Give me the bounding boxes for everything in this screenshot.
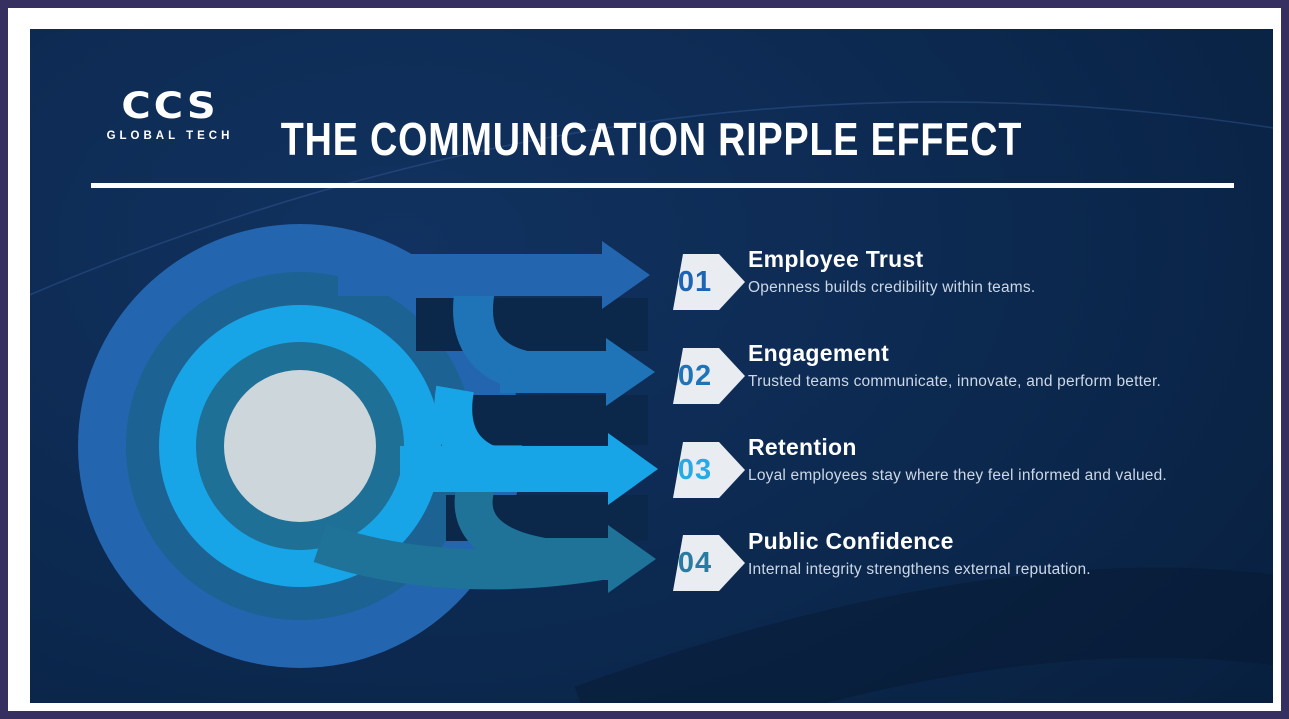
arrow-1-head — [602, 241, 650, 309]
arrow-3-head — [608, 433, 658, 505]
badge-pentagon-icon — [673, 348, 745, 404]
ripple-graphic-svg — [30, 101, 1273, 703]
brand-logo: CCS GLOBAL TECH — [80, 86, 260, 142]
list-item-engagement: Engagement Trusted teams communicate, in… — [748, 340, 1161, 391]
arrow-2-head — [606, 338, 655, 406]
item-description: Internal integrity strengthens external … — [748, 561, 1091, 579]
list-item-employee-trust: Employee Trust Openness builds credibili… — [748, 246, 1035, 297]
brand-name: CCS — [121, 84, 219, 128]
white-frame: CCS GLOBAL TECH THE COMMUNICATION RIPPLE… — [8, 8, 1281, 711]
badge-01: 01 — [666, 253, 746, 311]
item-title: Engagement — [748, 340, 890, 366]
title-underline — [91, 183, 1234, 188]
badge-pentagon-icon — [673, 442, 745, 498]
ring-center-core — [224, 370, 376, 522]
item-title: Public Confidence — [748, 528, 954, 554]
list-item-retention: Retention Loyal employees stay where the… — [748, 434, 1167, 485]
badge-04: 04 — [666, 534, 746, 592]
ripple-rings — [78, 224, 522, 668]
slide-canvas: CCS GLOBAL TECH THE COMMUNICATION RIPPLE… — [30, 29, 1273, 703]
badge-pentagon-icon — [673, 254, 745, 310]
background-sweep-band — [574, 567, 1273, 703]
badge-number: 04 — [677, 546, 713, 579]
item-description: Loyal employees stay where they feel inf… — [748, 467, 1167, 485]
badge-02: 02 — [666, 347, 746, 405]
item-title: Employee Trust — [748, 246, 924, 272]
item-description: Trusted teams communicate, innovate, and… — [748, 373, 1161, 391]
badge-number: 02 — [677, 359, 713, 392]
page-title: THE COMMUNICATION RIPPLE EFFECT — [280, 113, 1023, 165]
item-description: Openness builds credibility within teams… — [748, 279, 1036, 297]
brand-tagline: GLOBAL TECH — [106, 130, 234, 142]
list-item-public-confidence: Public Confidence Internal integrity str… — [748, 528, 1091, 579]
badge-03: 03 — [666, 441, 746, 499]
background-arc-line — [30, 101, 1273, 296]
item-title: Retention — [748, 434, 857, 460]
badge-number: 01 — [677, 265, 713, 298]
badge-pentagon-icon — [673, 535, 745, 591]
arrow-4-head — [608, 525, 656, 593]
badge-number: 03 — [677, 453, 713, 486]
